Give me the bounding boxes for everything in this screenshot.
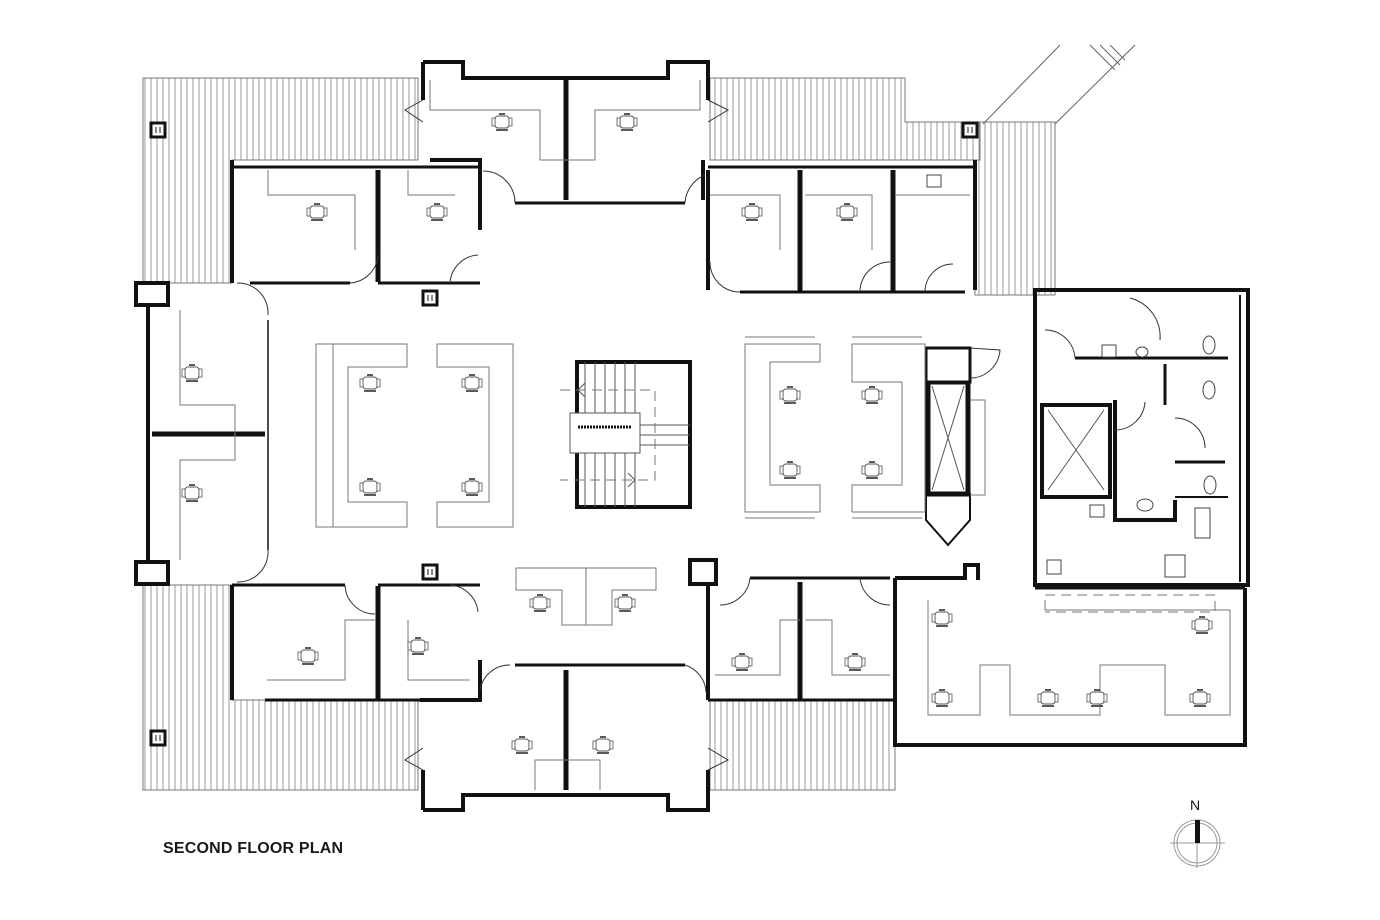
north-arrow-label: N: [1190, 797, 1201, 813]
north-arrow-icon: [1170, 819, 1225, 868]
north-east-walkway: [982, 44, 1136, 125]
central-stair: [560, 362, 690, 507]
door-swings: [236, 99, 1206, 771]
walls: [134, 60, 1250, 812]
drawing-title: SECOND FLOOR PLAN: [163, 840, 344, 857]
restroom-fixtures: [926, 174, 1217, 578]
terrace-areas: [142, 77, 1056, 791]
